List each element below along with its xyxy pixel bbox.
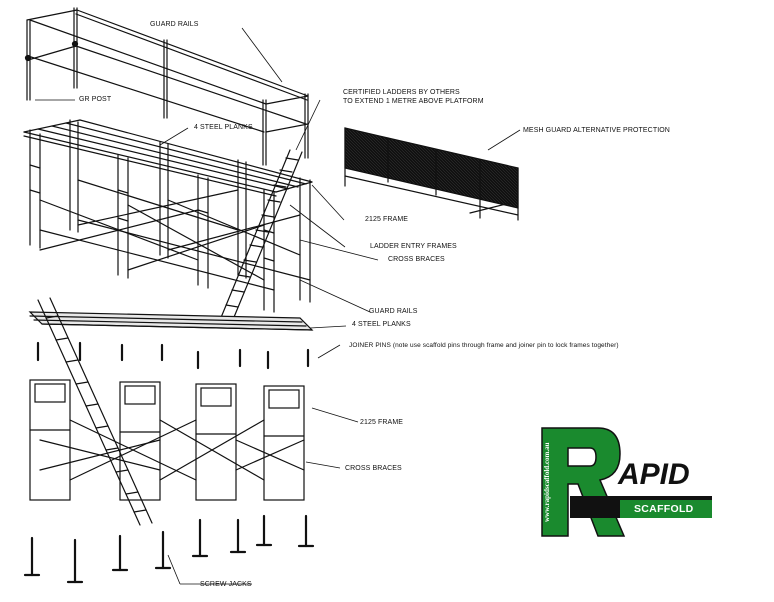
logo-subword: SCAFFOLD [634,503,694,515]
logo-word: APID [618,458,690,491]
rapid-scaffold-logo [541,427,712,537]
mesh-guard-panel [344,127,519,221]
label-four-steel-planks-top: 4 STEEL PLANKS [194,124,253,131]
label-four-steel-planks-mid: 4 STEEL PLANKS [352,321,411,328]
label-cross-braces-top: CROSS BRACES [388,256,445,263]
label-joiner-pins: JOINER PINS (note use scaffold pins thro… [349,342,619,349]
logo-green-band [620,500,712,518]
label-ladder-entry-frames: LADDER ENTRY FRAMES [370,243,457,250]
upper-scaffold [23,119,313,323]
label-mesh-guard: MESH GUARD ALTERNATIVE PROTECTION [523,127,670,134]
label-certified-ladders-line2: TO EXTEND 1 METRE ABOVE PLATFORM [343,98,484,105]
leader-lines [35,27,521,585]
label-guard-rails-mid: GUARD RAILS [369,308,418,315]
label-screw-jacks: SCREW JACKS [200,581,252,588]
label-gr-post: GR POST [79,96,112,103]
label-cross-braces-bottom: CROSS BRACES [345,465,402,472]
top-guard-rail-assembly [24,7,309,166]
screw-jacks [23,514,315,584]
joiner-pins [36,341,310,370]
label-guard-rails-top: GUARD RAILS [150,21,199,28]
label-certified-ladders-line1: CERTIFIED LADDERS BY OTHERS [343,89,460,96]
label-2125-frame-top: 2125 FRAME [365,216,409,223]
middle-planks [28,311,314,331]
logo-url: www.rapidscaffold.com.au [543,442,551,522]
lower-scaffold [29,297,305,526]
label-2125-frame-bottom: 2125 FRAME [360,419,404,426]
